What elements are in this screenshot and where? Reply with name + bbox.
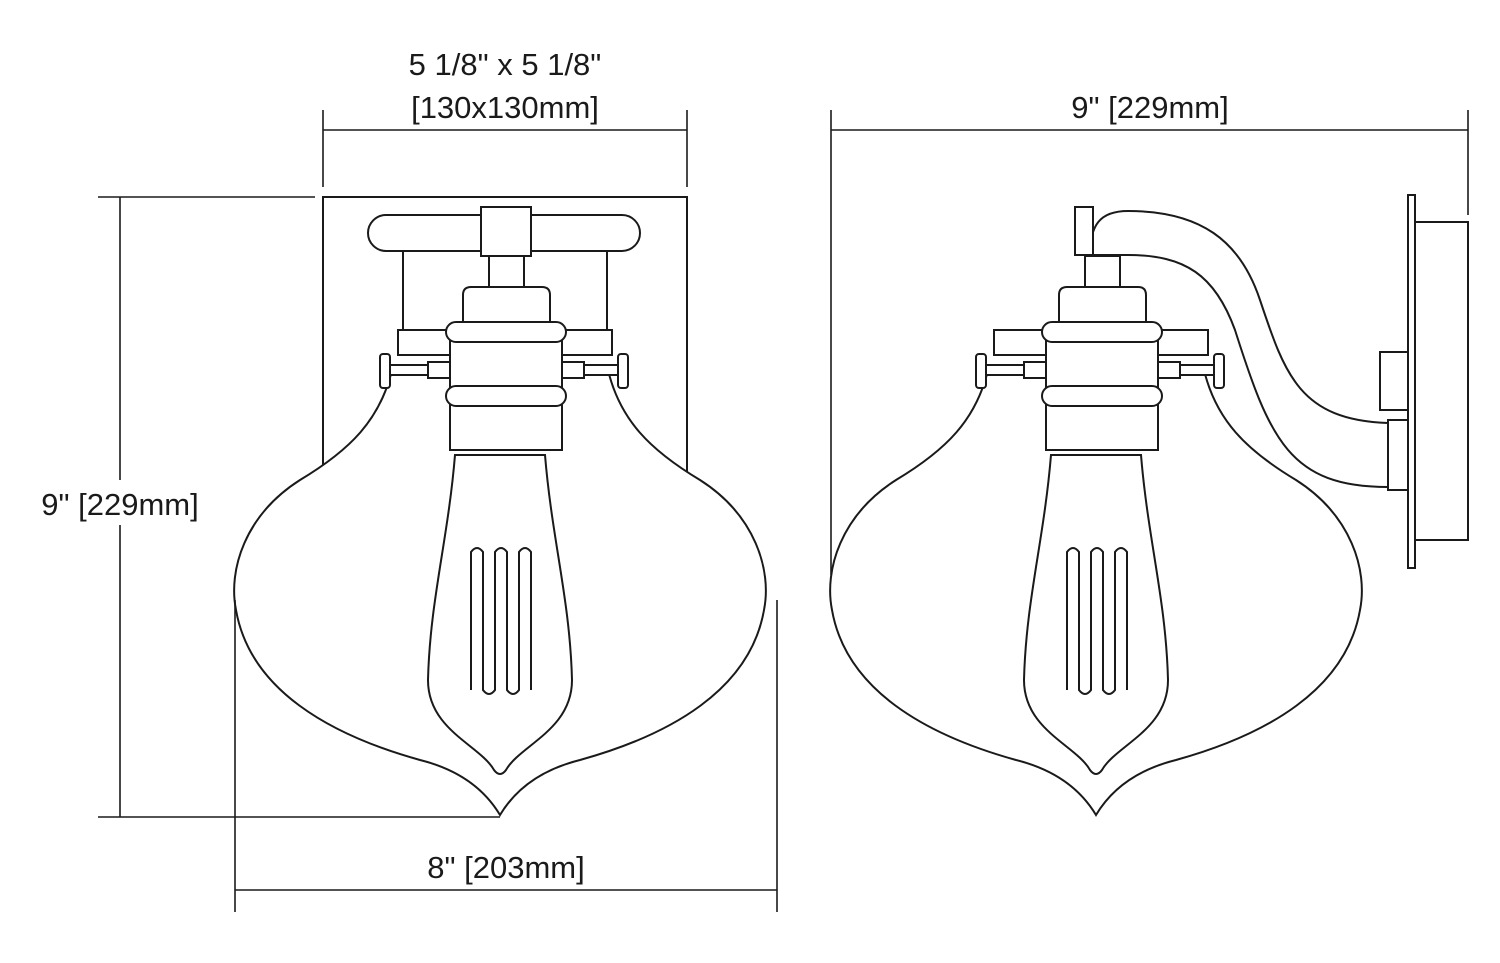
height-label: 9" [229mm] [41, 487, 198, 522]
side-view [829, 194, 1469, 816]
dim-extension: 9" [229mm] [830, 90, 1469, 575]
front-view [233, 196, 767, 816]
width-label: 8" [203mm] [427, 850, 584, 885]
dim-backplate: 5 1/8" x 5 1/8" [130x130mm] [322, 47, 688, 187]
dim-height: 9" [229mm] [25, 196, 500, 818]
extension-label: 9" [229mm] [1071, 90, 1228, 125]
backplate-imperial-label: 5 1/8" x 5 1/8" [409, 47, 602, 82]
dim-width: 8" [203mm] [234, 600, 778, 912]
backplate-metric-label: [130x130mm] [411, 90, 599, 125]
canopy [1414, 221, 1469, 541]
wall-plate [1407, 194, 1416, 569]
mount-block [480, 206, 532, 257]
curved-arm [1088, 209, 1389, 489]
